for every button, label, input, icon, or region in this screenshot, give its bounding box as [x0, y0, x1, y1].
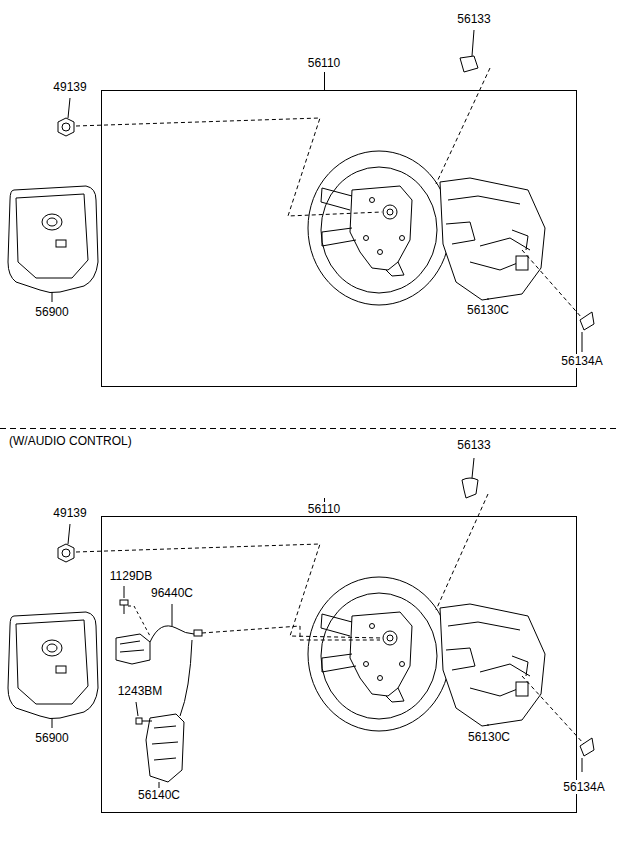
callout-number: 56133: [456, 438, 491, 452]
callout-number: 56140C: [137, 788, 181, 802]
callout-number: 56110: [307, 502, 341, 516]
callout-number: 56130C: [466, 303, 510, 317]
callout-number: 1129DB: [109, 569, 153, 583]
callout-number: 1243BM: [117, 684, 164, 698]
callout-number: 56110: [307, 56, 341, 70]
callout-number: 56130C: [467, 730, 511, 744]
group-frame: [102, 517, 577, 813]
callout-number: 56900: [34, 731, 69, 745]
section-note: (W/AUDIO CONTROL): [8, 434, 133, 448]
callout-number: 49139: [52, 506, 87, 520]
callout-number: 56133: [456, 12, 491, 26]
callout-number: 56134A: [560, 354, 603, 368]
callout-number: 96440C: [150, 586, 194, 600]
callout-number: 49139: [52, 80, 87, 94]
callout-number: 56134A: [562, 780, 605, 794]
group-frame: [102, 91, 577, 387]
callout-number: 56900: [34, 305, 69, 319]
